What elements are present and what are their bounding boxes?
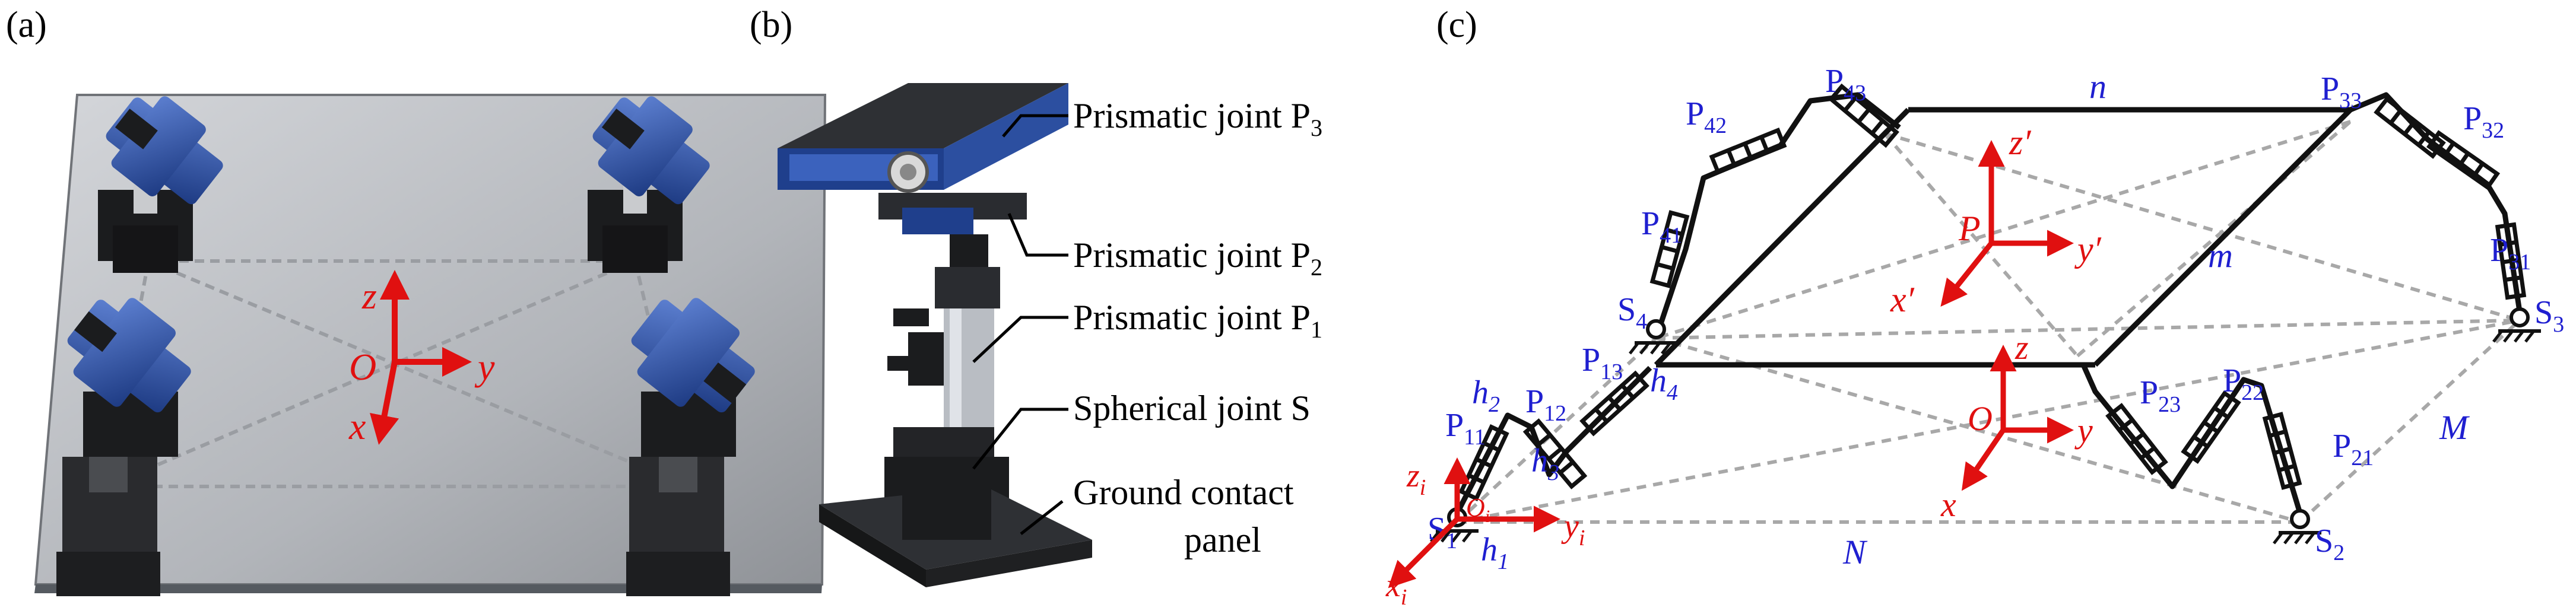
x-axis-arrow	[370, 361, 399, 445]
label-P43: P43	[1825, 63, 1866, 106]
origin-Oi-label: Oi	[1466, 493, 1490, 526]
panel-c-label: (c)	[1436, 5, 1477, 45]
frame-base-O: z y x O	[1940, 328, 2093, 524]
dashed-S4-S2	[1655, 336, 2301, 524]
xi-arrow	[1388, 517, 1460, 588]
ground-panel-front-left	[56, 445, 160, 596]
dashed-platform-diag-2	[1655, 120, 2351, 340]
yi-label: yi	[1561, 508, 1585, 551]
dashed-platform-to-S3	[1884, 132, 2520, 322]
callout-leaders	[972, 114, 1068, 535]
callouts: Prismatic joint P3 Prismatic joint P2 Pr…	[1073, 96, 1322, 559]
dim-M: M	[2439, 408, 2470, 447]
callout-prismatic-p1: Prismatic joint P1	[1073, 298, 1322, 343]
spherical-joint-S2	[2274, 509, 2321, 543]
label-P23: P23	[2140, 374, 2181, 417]
label-h1: h1	[1481, 532, 1509, 574]
callout-prismatic-p2: Prismatic joint P2	[1073, 236, 1322, 281]
ground-panel-front-right	[626, 445, 730, 596]
label-P31: P31	[2490, 232, 2531, 275]
actuator-back-left	[98, 96, 223, 273]
leg-2-chain	[2080, 364, 2303, 514]
label-P21: P21	[2333, 428, 2374, 470]
actuator-back-right	[588, 96, 710, 273]
prismatic-labels: P11 P12 P13 P21 P22 P23 P31 P32 P33 P41 …	[1445, 63, 2531, 470]
spherical-joint-S4	[1630, 319, 1677, 354]
panel-c: (c)	[1385, 5, 2564, 610]
label-S4: S4	[1617, 291, 1647, 334]
z-prime-label: z′	[2009, 123, 2031, 162]
label-h4: h4	[1650, 362, 1678, 405]
callout-prismatic-p3: Prismatic joint P3	[1073, 96, 1322, 141]
dashed-S1-S3	[1457, 319, 2520, 524]
dim-N: N	[1842, 533, 1868, 571]
prismatic-P21-symbol	[2265, 414, 2299, 487]
x-prime-label: x′	[1890, 280, 1915, 319]
leg-assembly-illustration	[778, 83, 1092, 587]
label-P42: P42	[1686, 96, 1727, 138]
dashed-S4-S3	[1655, 319, 2520, 340]
label-P22: P22	[2223, 362, 2264, 405]
edge-left	[1654, 107, 1911, 367]
dashed-geometry	[1455, 120, 2521, 524]
label-P13: P13	[1582, 342, 1623, 384]
label-P41: P41	[1641, 205, 1682, 248]
label-S2: S2	[2315, 523, 2345, 565]
actuator-front-left	[67, 298, 191, 457]
origin-P-label: P	[1958, 209, 1981, 248]
frame-a: z y x O	[348, 270, 495, 447]
dim-m: m	[2208, 236, 2233, 275]
dashed-S1-S4	[1455, 336, 1658, 524]
x-arrow	[1961, 428, 2006, 491]
actuator-front-right	[631, 298, 755, 457]
panel-b: (b)	[750, 5, 1322, 587]
panel-b-label: (b)	[750, 5, 792, 45]
label-P12: P12	[1525, 383, 1566, 426]
x-prime-arrow	[1940, 241, 1994, 307]
label-P11: P11	[1445, 407, 1486, 450]
label-S3: S3	[2534, 294, 2564, 337]
y-axis-label: y	[474, 346, 495, 388]
frame-leg-Oi: zi yi xi Oi	[1385, 457, 1585, 610]
callout-ground-panel-line1: Ground contact	[1073, 473, 1294, 512]
label-h2: h2	[1472, 374, 1500, 417]
y-prime-label: y′	[2074, 230, 2102, 269]
dashed-M	[2298, 319, 2521, 524]
dashed-platform-right	[2076, 120, 2352, 358]
label-P32: P32	[2463, 100, 2504, 143]
plate-edge	[34, 584, 822, 593]
dimension-labels: n m M N	[1842, 67, 2470, 571]
platform-frame	[1654, 107, 2353, 368]
y-label: y	[2074, 411, 2093, 450]
panel-a: (a)	[6, 5, 827, 596]
z-axis-label: z	[361, 275, 377, 317]
frame-moving-P: z′ y′ x′ P	[1890, 123, 2102, 319]
callout-ground-panel-line2: panel	[1184, 520, 1261, 559]
z-label: z	[2015, 328, 2029, 367]
label-h3: h3	[1531, 443, 1559, 485]
origin-O-label: O	[1968, 399, 1993, 438]
zi-label: zi	[1406, 457, 1426, 500]
label-P33: P33	[2321, 71, 2362, 113]
dim-n: n	[2089, 67, 2107, 106]
origin-label: O	[349, 346, 376, 388]
panel-a-label: (a)	[6, 5, 47, 45]
edge-m	[2093, 107, 2353, 367]
x-axis-label: x	[348, 405, 366, 447]
xi-label: xi	[1385, 567, 1407, 610]
x-label: x	[1940, 485, 1956, 524]
callout-spherical-s: Spherical joint S	[1073, 389, 1311, 428]
leg-3-chain	[2349, 92, 2523, 312]
spherical-joint-S3	[2493, 307, 2541, 342]
h-labels: h1 h2 h3 h4	[1472, 362, 1678, 574]
